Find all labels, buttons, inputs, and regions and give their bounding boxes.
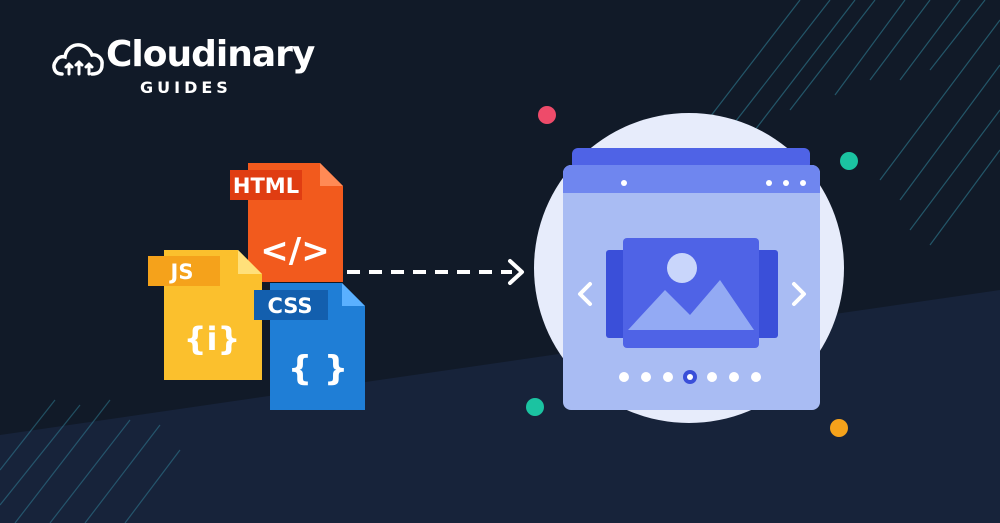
pagination-dot-active-center	[687, 374, 693, 380]
brand-subtitle: GUIDES	[140, 78, 232, 97]
pagination-dot[interactable]	[729, 372, 739, 382]
css-file-glyph: { }	[288, 349, 348, 389]
chevron-left-icon[interactable]	[578, 282, 592, 306]
js-file-icon: JS {i}	[148, 250, 262, 380]
image-carousel	[606, 238, 778, 348]
window-dot-1	[766, 180, 772, 186]
accent-dot-pink	[538, 106, 556, 124]
window-dot-2	[783, 180, 789, 186]
decorative-stripes-bottom	[0, 399, 181, 523]
js-file-label: JS	[169, 260, 194, 284]
brand-name: Cloudinary	[106, 34, 315, 75]
chevron-right-icon[interactable]	[792, 282, 806, 306]
accent-dot-teal-left	[526, 398, 544, 416]
carousel-pagination	[619, 370, 761, 384]
html-file-icon: HTML </>	[230, 163, 343, 282]
decorative-stripes-top	[699, 0, 1000, 246]
dashed-arrow	[347, 259, 524, 285]
pagination-dot[interactable]	[619, 372, 629, 382]
css-file-icon: CSS { }	[254, 283, 365, 410]
pagination-dot[interactable]	[663, 372, 673, 382]
css-file-label: CSS	[267, 294, 312, 318]
pagination-dot[interactable]	[641, 372, 651, 382]
html-file-label: HTML	[233, 174, 299, 198]
pagination-dot[interactable]	[707, 372, 717, 382]
mountains-shape	[628, 280, 754, 330]
cloud-logo-icon	[52, 43, 104, 76]
js-file-glyph: {i}	[184, 320, 241, 358]
accent-dot-teal-right	[840, 152, 858, 170]
carousel-slide-next	[756, 250, 778, 338]
window-dot-3	[800, 180, 806, 186]
carousel-slide-active	[623, 238, 759, 348]
sun-shape	[667, 253, 697, 283]
carousel-slide-prev	[606, 250, 628, 338]
accent-dot-orange	[830, 419, 848, 437]
background-diagonal-panel	[0, 290, 1000, 523]
html-file-glyph: </>	[260, 231, 329, 271]
window-dot-left	[621, 180, 627, 186]
pagination-dot[interactable]	[751, 372, 761, 382]
